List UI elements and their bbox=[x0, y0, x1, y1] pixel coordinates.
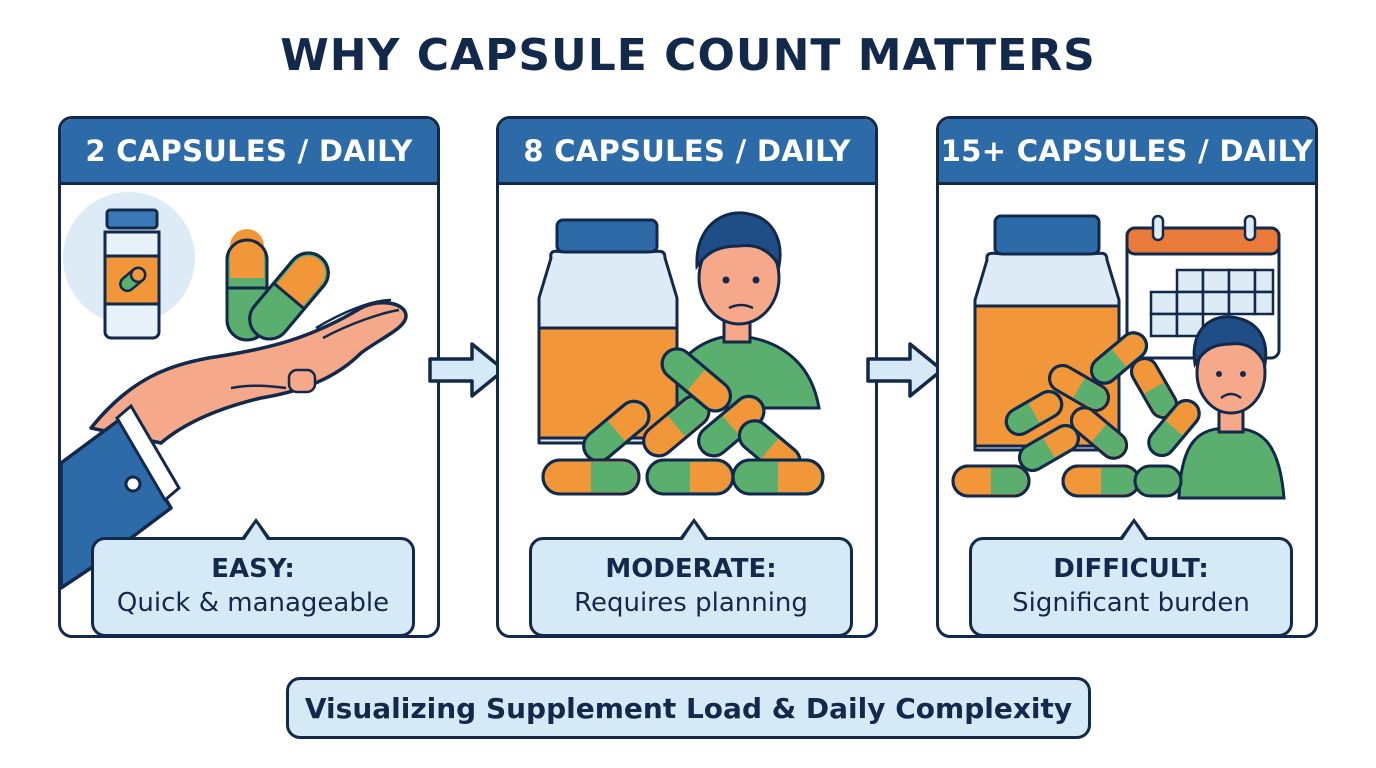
capsule-heap-calendar-person-icon bbox=[951, 214, 1286, 500]
arrow-right-icon bbox=[866, 342, 944, 398]
panel-difficult: 15+ CAPSULES / DAILY bbox=[936, 116, 1318, 638]
arrow-right-icon bbox=[428, 342, 506, 398]
difficulty-level: MODERATE: bbox=[605, 554, 777, 584]
difficulty-description: Significant burden bbox=[1012, 588, 1250, 618]
capsule-pile-person-icon bbox=[537, 211, 825, 496]
difficulty-level: EASY: bbox=[211, 554, 295, 584]
panel-moderate: 8 CAPSULES / DAILY bbox=[496, 116, 878, 638]
page-title: WHY CAPSULE COUNT MATTERS bbox=[280, 30, 1096, 81]
difficulty-description: Quick & manageable bbox=[116, 588, 390, 618]
difficulty-callout: EASY: Quick & manageable bbox=[91, 518, 415, 637]
difficulty-level: DIFFICULT: bbox=[1053, 554, 1209, 584]
footer-caption: Visualizing Supplement Load & Daily Comp… bbox=[286, 677, 1091, 739]
panel-header: 2 CAPSULES / DAILY bbox=[61, 119, 437, 185]
panel-illustration bbox=[499, 188, 875, 628]
difficulty-callout: MODERATE: Requires planning bbox=[529, 518, 853, 637]
panel-illustration bbox=[939, 188, 1315, 628]
panel-illustration bbox=[61, 188, 437, 628]
panel-header: 15+ CAPSULES / DAILY bbox=[939, 119, 1315, 185]
difficulty-description: Requires planning bbox=[574, 588, 808, 618]
panel-easy: 2 CAPSULES / DAILY bbox=[58, 116, 440, 638]
hand-with-capsules-icon bbox=[61, 192, 408, 590]
panel-header: 8 CAPSULES / DAILY bbox=[499, 119, 875, 185]
difficulty-callout: DIFFICULT: Significant burden bbox=[969, 518, 1293, 637]
